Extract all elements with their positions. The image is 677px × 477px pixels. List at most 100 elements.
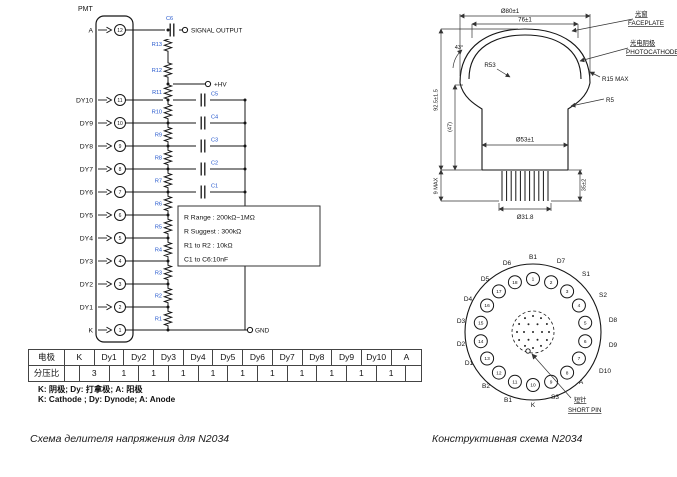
svg-text:12: 12	[117, 28, 123, 34]
svg-text:D2: D2	[457, 341, 466, 348]
dim-a43: 43°	[455, 45, 463, 51]
svg-text:3: 3	[119, 282, 122, 288]
svg-text:R2: R2	[155, 294, 162, 300]
svg-text:A: A	[579, 379, 584, 386]
ratio-label-cell: 分压比	[29, 366, 65, 381]
pin-base-diagram: 1 2 3 4 5 6 7 8 9 10 11 12 13 14 15 16 1…	[457, 254, 618, 414]
signal-output-label: SIGNAL OUTPUT	[191, 27, 242, 34]
hv-label: +HV	[214, 81, 227, 88]
svg-text:D10: D10	[599, 368, 611, 375]
pin-label-DY9: DY9	[80, 120, 93, 127]
tube-outline	[459, 28, 591, 171]
base-outer-circle	[464, 263, 602, 401]
svg-text:B1: B1	[504, 397, 512, 404]
svg-text:1: 1	[119, 328, 122, 334]
dimension-lines	[438, 13, 634, 212]
svg-text:S1: S1	[582, 271, 590, 278]
photocathode-label-en: PHOTOCATHODE	[626, 49, 677, 56]
caption-left: Схема делителя напряжения для N2034	[30, 433, 230, 445]
center-dashed-circle	[511, 310, 555, 354]
gnd-label: GND	[255, 327, 270, 334]
svg-text:2: 2	[119, 305, 122, 311]
dim-h925: 92.5±1.5	[434, 89, 440, 111]
junction-dots	[166, 28, 247, 332]
socket-contact-numbers: 12 11 10 9 8 7 6 5 4 3 2 1	[117, 28, 123, 334]
svg-text:R7: R7	[155, 179, 162, 185]
divider-ratio-table: 电极 K Dy1 Dy2 Dy3 Dy4 Dy5 Dy6 Dy7 Dy8 Dy9…	[28, 349, 422, 382]
svg-text:C4: C4	[211, 115, 218, 121]
svg-text:6: 6	[119, 213, 122, 219]
svg-text:D1: D1	[465, 360, 474, 367]
resistor-labels: R13 R12 R11 R10 R9 R8 R7 R6 R5 R4 R3 R2 …	[152, 42, 162, 323]
short-pin	[525, 348, 531, 354]
svg-text:R5: R5	[155, 225, 162, 231]
svg-text:9: 9	[119, 144, 122, 150]
pin-label-DY5: DY5	[80, 212, 93, 219]
svg-text:10: 10	[117, 121, 123, 127]
dim-d76: 76±1	[518, 17, 532, 24]
svg-text:D6: D6	[503, 260, 512, 267]
dimension-texts: Ø80±1 76±1 92.5±1.5 (47) 9 MAX 35±2 Ø53±…	[434, 8, 629, 221]
pin-label-DY6: DY6	[80, 189, 93, 196]
table-header-row: 电极 K Dy1 Dy2 Dy3 Dy4 Dy5 Dy6 Dy7 Dy8 Dy9…	[29, 350, 421, 366]
dim-d80: Ø80±1	[501, 8, 520, 15]
dim-r15max: R15 MAX	[602, 76, 628, 83]
note-lines: R Range : 200kΩ~1MΩ R Suggest : 300kΩ R1…	[184, 215, 255, 264]
photocathode-label-cn: 光电阴极	[630, 38, 656, 47]
pin-label-DY1: DY1	[80, 304, 93, 311]
svg-text:R12: R12	[152, 68, 162, 74]
short-pin-label-en: SHORT PIN	[568, 407, 601, 414]
svg-text:R10: R10	[152, 110, 162, 116]
svg-text:6: 6	[584, 339, 587, 345]
legend-en: K: Cathode ; Dy: Dynode; A: Anode	[38, 395, 176, 404]
svg-text:D8: D8	[609, 317, 618, 324]
pin-label-DY4: DY4	[80, 235, 93, 242]
svg-text:7: 7	[119, 190, 122, 196]
short-pin-leader	[531, 353, 572, 399]
svg-text:5: 5	[584, 321, 587, 327]
svg-text:C3: C3	[211, 138, 218, 144]
svg-text:S3: S3	[551, 394, 559, 401]
pin-label-DY3: DY3	[80, 258, 93, 265]
short-pin-label-cn: 短针	[574, 396, 586, 404]
svg-text:8: 8	[566, 370, 569, 376]
svg-text:R1: R1	[155, 317, 162, 323]
svg-text:R Range : 200kΩ~1MΩ: R Range : 200kΩ~1MΩ	[184, 215, 255, 222]
svg-text:R9: R9	[155, 133, 162, 139]
pin-label-DY7: DY7	[80, 166, 93, 173]
dim-h47: (47)	[448, 122, 454, 132]
signal-output-terminal	[181, 26, 189, 34]
dim-r5: R5	[606, 97, 614, 104]
mechanical-drawing: Ø80±1 76±1 92.5±1.5 (47) 9 MAX 35±2 Ø53±…	[434, 8, 677, 221]
svg-text:8: 8	[119, 167, 122, 173]
svg-text:S2: S2	[599, 292, 607, 299]
svg-text:R3: R3	[155, 271, 162, 277]
callout-labels: 光窗 FACEPLATE 光电阴极 PHOTOCATHODE	[626, 9, 677, 56]
pin-numbers: 1 2 3 4 5 6 7 8 9 10 11 12 13 14 15 16 1…	[478, 277, 587, 389]
center-dot-pattern	[516, 315, 550, 349]
pin-label-K: K	[88, 327, 93, 334]
svg-text:12: 12	[496, 370, 502, 376]
svg-text:1: 1	[532, 277, 535, 283]
pmt-title: PMT	[78, 6, 94, 13]
socket-contacts	[114, 24, 126, 336]
dim-d53: Ø53±1	[516, 137, 535, 144]
svg-text:R1 to R2 : 10kΩ: R1 to R2 : 10kΩ	[184, 243, 233, 250]
legend-cn: K: 阴极; Dy: 打拿极; A: 阳极	[38, 385, 143, 394]
svg-text:R6: R6	[155, 202, 162, 208]
table-ratio-row: 分压比 3 1 1 1 1 1 1 1 1 1 1	[29, 366, 421, 381]
svg-text:17: 17	[496, 289, 502, 295]
svg-text:R8: R8	[155, 156, 162, 162]
svg-text:15: 15	[478, 321, 484, 327]
svg-text:18: 18	[512, 280, 518, 286]
dim-h35: 35±2	[582, 179, 588, 191]
dim-h9: 9 MAX	[434, 177, 440, 194]
svg-text:K: K	[531, 402, 536, 409]
faceplate-label-cn: 光窗	[635, 9, 648, 18]
voltage-divider-schematic: PMT	[76, 6, 321, 343]
dim-r53: R53	[484, 62, 496, 69]
svg-text:11: 11	[512, 380, 517, 386]
svg-text:13: 13	[484, 356, 490, 362]
svg-text:14: 14	[478, 339, 484, 345]
svg-text:D7: D7	[557, 258, 566, 265]
